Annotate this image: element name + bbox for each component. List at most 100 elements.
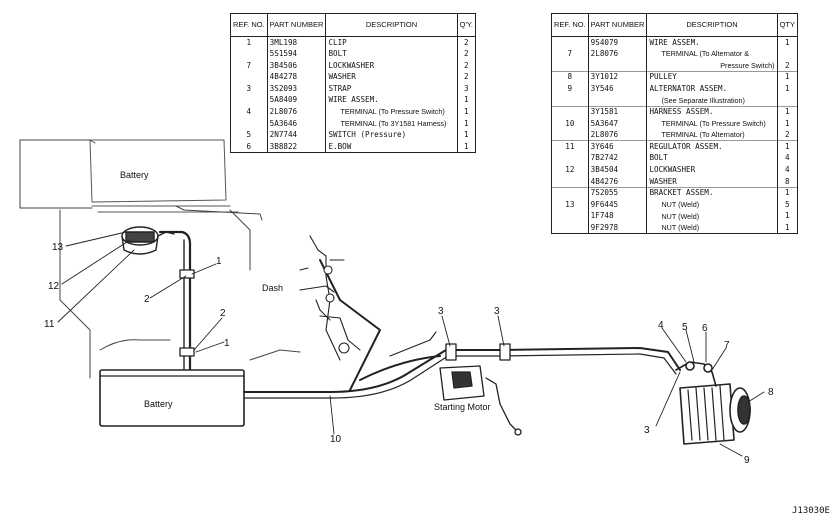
part-number: 3B4506 (266, 59, 326, 72)
starting-motor-label: Starting Motor (434, 402, 491, 412)
part-number: 4B4278 (266, 71, 326, 83)
qty: 1 (456, 117, 477, 130)
callout-10: 10 (330, 434, 342, 445)
alternator (675, 361, 751, 445)
callout-3b: 3 (494, 306, 500, 317)
qty: 2 (776, 129, 799, 141)
part-number: 2L8076 (266, 106, 326, 118)
description: LOCKWASHER (325, 59, 458, 72)
description: SWITCH (Pressure) (325, 129, 458, 141)
ref: 11 (551, 140, 589, 153)
description: WASHER (646, 175, 778, 188)
ref (230, 117, 268, 130)
ref (230, 94, 268, 107)
qty: 1 (776, 70, 799, 83)
description: CLIP (325, 36, 458, 49)
callout-2a: 2 (144, 294, 150, 305)
qty (776, 94, 799, 107)
table-row: (See Separate Illustration) (551, 94, 799, 107)
description: NUT (Weld) (646, 222, 778, 234)
description: PULLEY (646, 70, 778, 83)
ref (230, 48, 268, 60)
description: NUT (Weld) (646, 198, 778, 211)
qty: 4 (776, 152, 799, 165)
part-number: 3Y546 (587, 82, 647, 95)
callout-1a: 1 (216, 256, 222, 267)
ref (551, 186, 589, 199)
description: ALTERNATOR ASSEM. (646, 82, 778, 95)
lower-battery (99, 369, 245, 427)
qty: 4 (776, 164, 799, 176)
qty: 8 (776, 175, 799, 188)
part-number: 9S4079 (587, 36, 647, 49)
description: E.BOW (325, 140, 458, 153)
header-qty: Q'Y. (456, 13, 477, 37)
ref: 12 (551, 164, 589, 176)
description: (See Separate Illustration) (646, 94, 778, 107)
qty (776, 48, 799, 60)
qty: 1 (776, 186, 799, 199)
qty: 5 (776, 198, 799, 211)
header-part: PART NUMBER (266, 13, 326, 37)
ref: 10 (551, 117, 589, 130)
qty: 1 (776, 210, 799, 222)
qty: 1 (776, 36, 799, 49)
header-desc: DESCRIPTION (646, 13, 778, 37)
ref (551, 105, 589, 118)
description: NUT (Weld) (646, 210, 778, 222)
part-number: 3Y646 (587, 140, 647, 153)
callout-4: 4 (658, 320, 664, 331)
qty: 2 (456, 48, 477, 60)
description: REGULATOR ASSEM. (646, 140, 778, 153)
part-number: 2N7744 (266, 129, 326, 141)
qty: 1 (456, 106, 477, 118)
callout-5: 5 (682, 322, 688, 333)
callout-1b: 1 (224, 338, 230, 349)
dash-wiring (299, 235, 437, 361)
ref: 7 (551, 48, 589, 60)
ref: 6 (230, 140, 268, 153)
ref: 9 (551, 82, 589, 95)
qty: 2 (776, 59, 799, 72)
part-number: 3Y1581 (587, 105, 647, 118)
header-ref: REF. NO. (230, 13, 268, 37)
ref: 3 (230, 82, 268, 95)
qty: 1 (456, 94, 477, 107)
callout-12: 12 (48, 281, 60, 292)
upper-battery-outline (89, 139, 239, 213)
description: Pressure Switch) (646, 59, 778, 72)
part-number: 3B4504 (587, 164, 647, 176)
description: TERMINAL (To 3Y1581 Harness) (325, 117, 458, 130)
part-number: 5A3646 (266, 117, 326, 130)
part-number: 5A3647 (587, 117, 647, 130)
battery-top-label: Battery (120, 170, 149, 180)
ref: 8 (551, 70, 589, 83)
ref (230, 71, 268, 83)
ref (551, 129, 589, 141)
part-number: 1F748 (587, 210, 647, 222)
description: STRAP (325, 82, 458, 95)
part-number: 9F6445 (587, 198, 647, 211)
callout-13: 13 (52, 242, 64, 253)
qty: 1 (456, 129, 477, 141)
header-part: PART NUMBER (587, 13, 647, 37)
callout-6: 6 (702, 323, 708, 334)
regulator-wire (158, 230, 192, 372)
